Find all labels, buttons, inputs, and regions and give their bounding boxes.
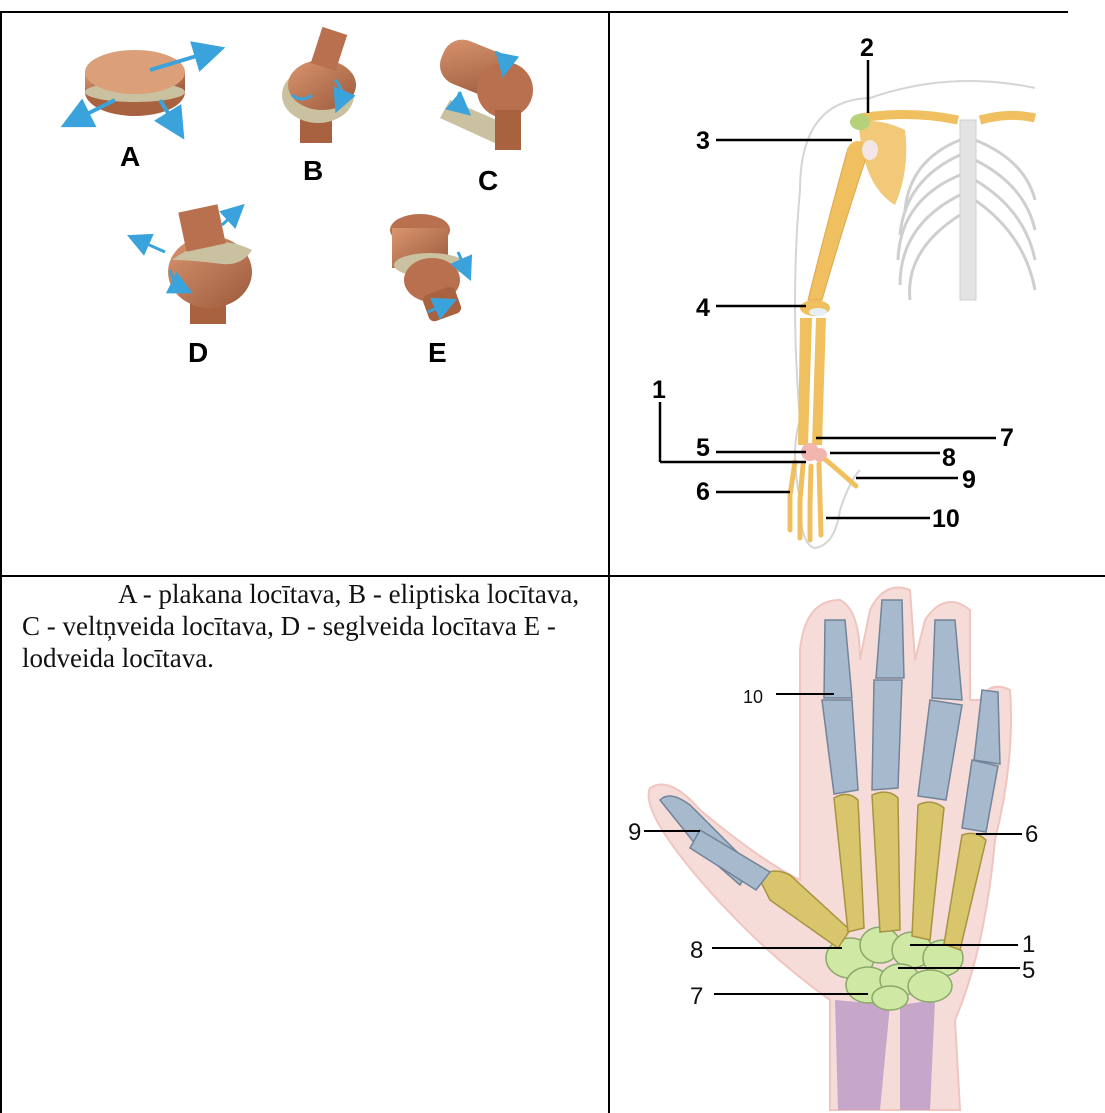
arm-label-8: 8 bbox=[942, 444, 956, 472]
joint-label-b: B bbox=[303, 155, 323, 186]
joint-model-c bbox=[434, 34, 533, 150]
hand-label-6: 6 bbox=[1025, 821, 1038, 848]
hand-label-7: 7 bbox=[690, 983, 703, 1010]
arm-label-3: 3 bbox=[696, 127, 710, 155]
arm-label-5: 5 bbox=[696, 434, 710, 462]
arm-label-10: 10 bbox=[932, 505, 960, 533]
joint-label-a: A bbox=[120, 141, 140, 172]
arm-label-7: 7 bbox=[1000, 424, 1014, 452]
arm-label-4: 4 bbox=[696, 294, 710, 322]
hand-label-5: 5 bbox=[1022, 957, 1035, 984]
arm-label-2: 2 bbox=[860, 34, 874, 62]
arm-label-6: 6 bbox=[696, 478, 710, 506]
joint-types-caption: A - plakana locītava, B - eliptiska locī… bbox=[22, 578, 592, 674]
arm-label-1: 1 bbox=[652, 376, 666, 404]
joint-label-c: C bbox=[478, 165, 498, 196]
joint-model-e bbox=[390, 214, 466, 323]
joint-model-a bbox=[75, 50, 210, 126]
joint-label-d: D bbox=[188, 337, 208, 368]
hand-label-1: 1 bbox=[1022, 931, 1035, 958]
joint-label-e: E bbox=[428, 337, 447, 368]
hand-label-10: 10 bbox=[743, 687, 763, 707]
hand-label-8: 8 bbox=[690, 937, 703, 964]
joint-model-d bbox=[138, 204, 252, 324]
arm-label-9: 9 bbox=[962, 466, 976, 494]
hand-skeleton-illustration bbox=[649, 588, 1011, 1111]
hand-label-9: 9 bbox=[628, 819, 641, 846]
joint-model-b bbox=[282, 27, 356, 143]
